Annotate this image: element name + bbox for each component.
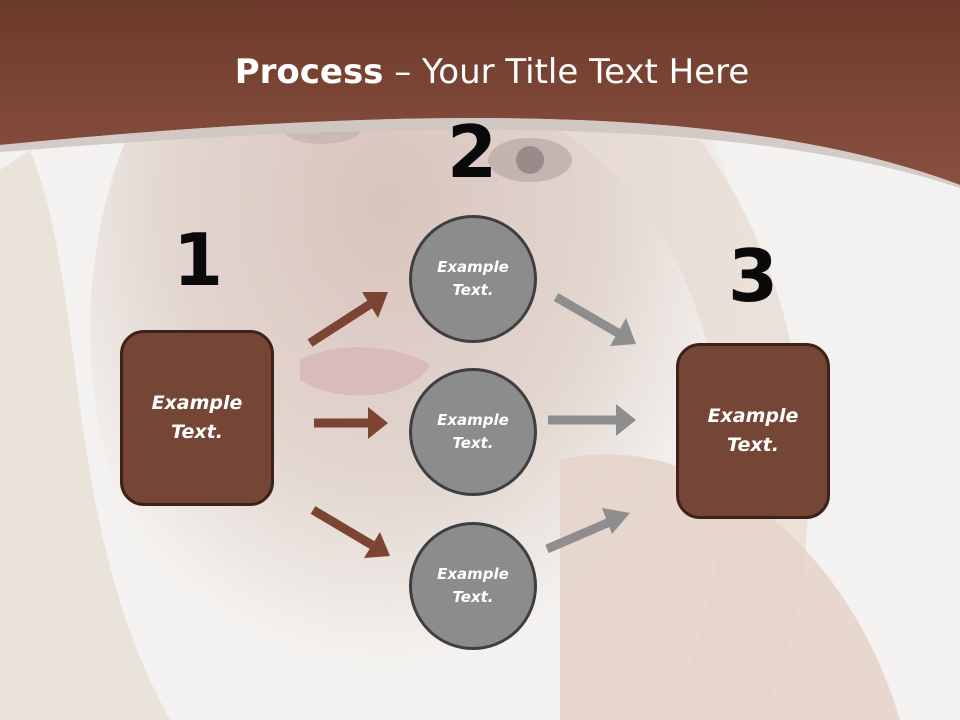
step-1-box: Example Text. (120, 330, 274, 506)
step-number-2: 2 (446, 110, 498, 194)
title-rest: – Your Title Text Here (383, 52, 750, 92)
step-1-text: Example Text. (151, 392, 243, 443)
circle-bottom-text: Example Text. (437, 565, 509, 606)
circle-middle-text: Example Text. (437, 411, 509, 452)
slide-title: Process – Your Title Text Here (0, 52, 960, 92)
arrow-to-middle-circle (314, 407, 388, 439)
arrow-from-middle-circle (548, 404, 636, 436)
step-number-3: 3 (727, 234, 779, 318)
step-2-circle-middle: Example Text. (409, 368, 537, 496)
circle-top-text: Example Text. (437, 258, 509, 299)
arrow-from-bottom-circle (545, 508, 630, 554)
arrow-to-top-circle (307, 292, 388, 347)
title-bold: Process (234, 52, 384, 92)
step-2-circle-bottom: Example Text. (409, 522, 537, 650)
arrow-from-top-circle (553, 293, 636, 346)
step-3-box: Example Text. (676, 343, 830, 519)
step-3-text: Example Text. (707, 405, 799, 456)
arrow-to-bottom-circle (310, 506, 390, 558)
step-number-1: 1 (172, 218, 224, 302)
step-2-circle-top: Example Text. (409, 215, 537, 343)
